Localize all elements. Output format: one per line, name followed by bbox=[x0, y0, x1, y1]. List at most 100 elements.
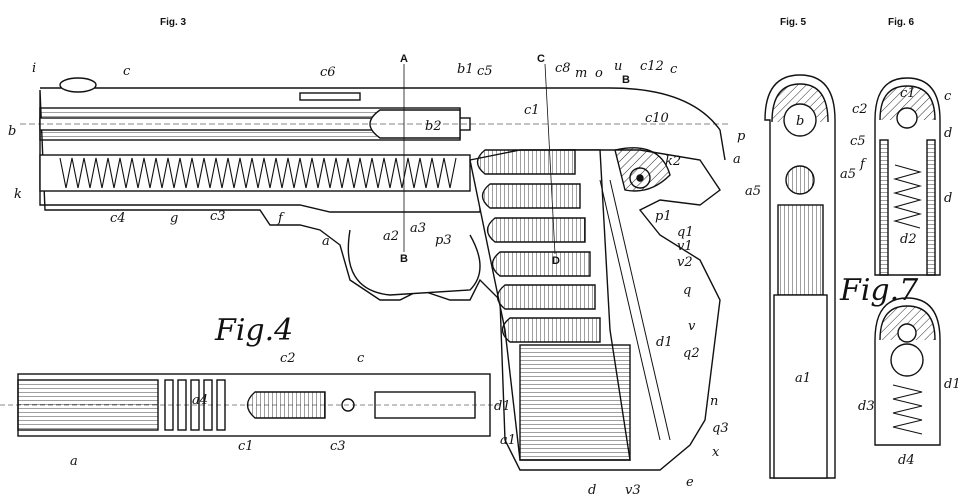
label: c1 bbox=[238, 439, 254, 454]
fig5-lower-bore bbox=[785, 165, 815, 195]
fig4-cartridge bbox=[246, 391, 326, 419]
label: f bbox=[859, 157, 867, 172]
fig7-bore bbox=[897, 323, 917, 343]
hammer bbox=[614, 147, 671, 192]
label: A bbox=[400, 53, 408, 65]
fig5-labels: b a5 a1 bbox=[745, 114, 811, 386]
fig4-labels: c2 c a4 d1 a c1 c3 bbox=[70, 351, 511, 469]
label: D bbox=[552, 255, 560, 267]
label: q bbox=[683, 283, 691, 298]
label: b1 bbox=[457, 62, 474, 77]
label: x bbox=[712, 445, 720, 460]
label: d bbox=[588, 483, 596, 498]
label: a1 bbox=[500, 433, 516, 448]
fig6-labels: c1 c2 c c5 d f a5 d d2 bbox=[840, 86, 952, 247]
label: o bbox=[595, 66, 603, 81]
label: a4 bbox=[192, 393, 208, 408]
label: b bbox=[796, 114, 804, 129]
label: c bbox=[670, 62, 678, 77]
label: a5 bbox=[745, 184, 761, 199]
label: c12 bbox=[640, 59, 664, 74]
front-sight bbox=[59, 77, 97, 93]
label: c3 bbox=[330, 439, 346, 454]
label: d1 bbox=[656, 335, 673, 350]
label: p3 bbox=[435, 233, 452, 248]
magazine-spring-box bbox=[519, 344, 631, 461]
sear-linkage bbox=[599, 179, 671, 441]
label: q2 bbox=[683, 346, 700, 361]
fig5-grip bbox=[773, 294, 828, 479]
trigger-guard bbox=[347, 229, 481, 296]
fig7-section bbox=[874, 297, 941, 446]
label: c3 bbox=[210, 209, 226, 224]
label: m bbox=[575, 66, 587, 81]
label: v2 bbox=[677, 255, 693, 270]
fig5-magazine bbox=[777, 204, 824, 296]
label: f bbox=[277, 211, 285, 226]
label: d bbox=[944, 191, 952, 206]
label: v1 bbox=[677, 239, 693, 254]
cartridges bbox=[476, 149, 601, 343]
label: d1 bbox=[944, 377, 961, 392]
label: c1 bbox=[524, 103, 540, 118]
chambered-round bbox=[369, 109, 461, 139]
label: i bbox=[32, 61, 36, 76]
label: p1 bbox=[655, 209, 672, 224]
label: c4 bbox=[110, 211, 126, 226]
fig7-spring bbox=[892, 384, 923, 435]
label: b bbox=[8, 124, 16, 139]
label: a bbox=[322, 234, 330, 249]
label: k2 bbox=[665, 154, 681, 169]
fig5-bore bbox=[783, 103, 817, 137]
fig5-caption: Fig. 5 bbox=[780, 17, 807, 28]
label: n bbox=[710, 394, 718, 409]
label: C bbox=[537, 53, 545, 65]
label: d4 bbox=[898, 453, 915, 468]
label: e bbox=[686, 475, 694, 490]
fig6-outline bbox=[874, 77, 941, 276]
fig6-caption: Fig. 6 bbox=[888, 17, 915, 28]
label: c2 bbox=[852, 102, 868, 117]
fig7-labels: d1 d3 d4 bbox=[858, 377, 961, 468]
label: c bbox=[123, 64, 131, 79]
label: g bbox=[170, 211, 178, 226]
fig5-end-section bbox=[764, 74, 836, 479]
label: v3 bbox=[625, 483, 641, 498]
label: q3 bbox=[712, 421, 729, 436]
label: B bbox=[622, 74, 630, 86]
label: d bbox=[944, 126, 952, 141]
fig6-spring bbox=[892, 164, 923, 229]
label: a1 bbox=[795, 371, 811, 386]
fig4-caption: Fig.4 bbox=[214, 313, 293, 348]
label: c6 bbox=[320, 65, 336, 80]
ejection-port bbox=[299, 92, 361, 101]
label: a2 bbox=[383, 229, 399, 244]
label: d2 bbox=[900, 232, 917, 247]
label: d3 bbox=[858, 399, 875, 414]
label: c8 bbox=[555, 61, 571, 76]
label: c5 bbox=[850, 134, 866, 149]
fig4-plan-view bbox=[0, 373, 500, 437]
label: a5 bbox=[840, 167, 856, 182]
label: c5 bbox=[477, 64, 493, 79]
fig3-labels: i c c6 A b1 c5 C c8 m o u c12 B c b b2 c… bbox=[8, 53, 746, 498]
label: c1 bbox=[900, 86, 916, 101]
label: q1 bbox=[677, 225, 694, 240]
fig6-bore bbox=[896, 107, 918, 129]
label: a bbox=[733, 152, 741, 167]
fig3-pistol-section bbox=[20, 63, 730, 471]
label: k bbox=[14, 187, 22, 202]
label: b2 bbox=[425, 119, 442, 134]
label: c bbox=[944, 89, 952, 104]
fig6-section bbox=[874, 77, 941, 276]
label: B bbox=[400, 253, 408, 265]
fig7-caption: Fig.7 bbox=[839, 273, 919, 308]
recoil-spring bbox=[59, 157, 457, 189]
label: v bbox=[688, 319, 696, 334]
label: c10 bbox=[645, 111, 669, 126]
label: a bbox=[70, 454, 78, 469]
section-line-cd bbox=[544, 63, 556, 255]
label: p bbox=[737, 129, 746, 144]
